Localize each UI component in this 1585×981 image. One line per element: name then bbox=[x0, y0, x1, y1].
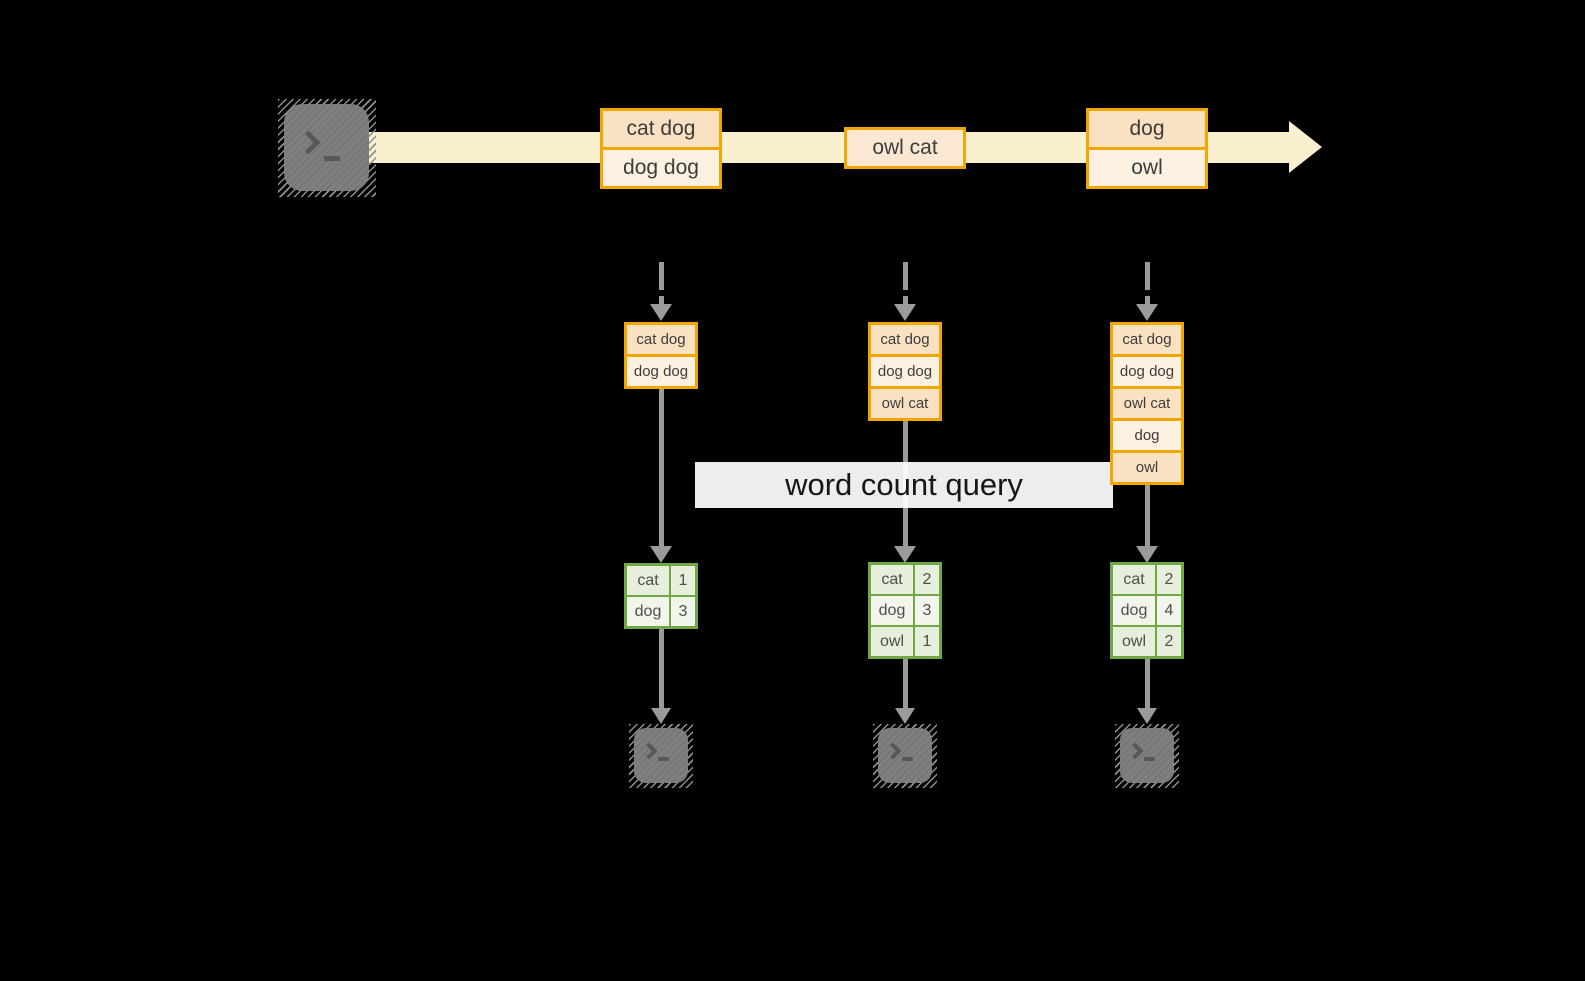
word-cell: dog bbox=[627, 597, 669, 626]
down-arrow bbox=[1145, 659, 1150, 708]
terminal-icon bbox=[1120, 728, 1174, 783]
terminal-icon bbox=[878, 728, 932, 783]
prompt-underscore-icon bbox=[324, 156, 340, 161]
word-cell: owl bbox=[1113, 627, 1155, 656]
buffer-record: owl cat bbox=[1113, 389, 1181, 418]
word-cell: dog bbox=[1113, 596, 1155, 625]
stream-record: owl cat bbox=[847, 130, 963, 166]
count-cell: 3 bbox=[915, 596, 939, 625]
dashed-down-arrowhead-icon bbox=[894, 304, 916, 321]
terminal-icon bbox=[634, 728, 688, 783]
prompt-chevron-icon bbox=[884, 742, 902, 760]
word-cell: dog bbox=[871, 596, 913, 625]
prompt-chevron-icon bbox=[296, 130, 321, 155]
stream-record: dog dog bbox=[603, 150, 719, 186]
word-cell: owl bbox=[871, 627, 913, 656]
buffer-record: cat dog bbox=[627, 325, 695, 354]
dashed-down-arrow-stem bbox=[659, 296, 664, 304]
stream-batch-2: owl cat bbox=[844, 127, 966, 169]
word-cell: cat bbox=[1113, 565, 1155, 594]
down-arrow bbox=[659, 388, 664, 546]
prompt-underscore-icon bbox=[658, 757, 669, 761]
prompt-underscore-icon bbox=[902, 757, 913, 761]
down-arrow bbox=[1145, 481, 1150, 546]
stream-record: cat dog bbox=[603, 111, 719, 147]
word-cell: cat bbox=[871, 565, 913, 594]
count-cell: 2 bbox=[1157, 565, 1181, 594]
down-arrowhead-icon bbox=[1137, 708, 1157, 724]
dashed-down-arrow-stem bbox=[903, 296, 908, 304]
count-cell: 3 bbox=[671, 597, 695, 626]
stream-record: owl bbox=[1089, 150, 1205, 186]
count-cell: 4 bbox=[1157, 596, 1181, 625]
buffer-record: dog dog bbox=[627, 357, 695, 386]
buffer-record: cat dog bbox=[871, 325, 939, 354]
word-count-table-3: cat 2 dog 4 owl 2 bbox=[1110, 562, 1184, 659]
sink-terminal-icon bbox=[1115, 724, 1179, 788]
query-label-banner: word count query bbox=[695, 462, 1113, 508]
down-arrowhead-icon bbox=[895, 708, 915, 724]
buffer-record: owl cat bbox=[871, 389, 939, 418]
dashed-down-arrow bbox=[903, 262, 908, 290]
buffer-record: dog dog bbox=[871, 357, 939, 386]
query-label: word count query bbox=[785, 467, 1023, 502]
terminal-icon bbox=[284, 104, 369, 191]
down-arrow bbox=[659, 628, 664, 708]
down-arrowhead-icon bbox=[651, 708, 671, 724]
buffer-record: owl bbox=[1113, 453, 1181, 482]
window-buffer-1: cat dog dog dog bbox=[624, 322, 698, 389]
word-cell: cat bbox=[627, 566, 669, 595]
word-count-table-2: cat 2 dog 3 owl 1 bbox=[868, 562, 942, 659]
buffer-record: cat dog bbox=[1113, 325, 1181, 354]
stream-batch-1: cat dog dog dog bbox=[600, 108, 722, 189]
dashed-down-arrowhead-icon bbox=[650, 304, 672, 321]
count-cell: 2 bbox=[915, 565, 939, 594]
window-buffer-3: cat dog dog dog owl cat dog owl bbox=[1110, 322, 1184, 485]
prompt-chevron-icon bbox=[640, 742, 658, 760]
dashed-down-arrowhead-icon bbox=[1136, 304, 1158, 321]
window-buffer-2: cat dog dog dog owl cat bbox=[868, 322, 942, 421]
sink-terminal-icon bbox=[629, 724, 693, 788]
dashed-down-arrow bbox=[659, 262, 664, 290]
down-arrowhead-icon bbox=[650, 546, 672, 563]
stream-batch-3: dog owl bbox=[1086, 108, 1208, 189]
source-terminal-icon bbox=[278, 99, 376, 197]
stream-record: dog bbox=[1089, 111, 1205, 147]
dashed-down-arrow bbox=[1145, 262, 1150, 290]
buffer-record: dog bbox=[1113, 421, 1181, 450]
word-count-table-1: cat 1 dog 3 bbox=[624, 563, 698, 629]
prompt-underscore-icon bbox=[1144, 757, 1155, 761]
down-arrow bbox=[903, 659, 908, 708]
buffer-record: dog dog bbox=[1113, 357, 1181, 386]
down-arrowhead-icon bbox=[894, 546, 916, 563]
count-cell: 1 bbox=[671, 566, 695, 595]
down-arrowhead-icon bbox=[1136, 546, 1158, 563]
count-cell: 2 bbox=[1157, 627, 1181, 656]
dashed-down-arrow-stem bbox=[1145, 296, 1150, 304]
prompt-chevron-icon bbox=[1126, 742, 1144, 760]
count-cell: 1 bbox=[915, 627, 939, 656]
stream-arrowhead-icon bbox=[1289, 121, 1322, 173]
sink-terminal-icon bbox=[873, 724, 937, 788]
